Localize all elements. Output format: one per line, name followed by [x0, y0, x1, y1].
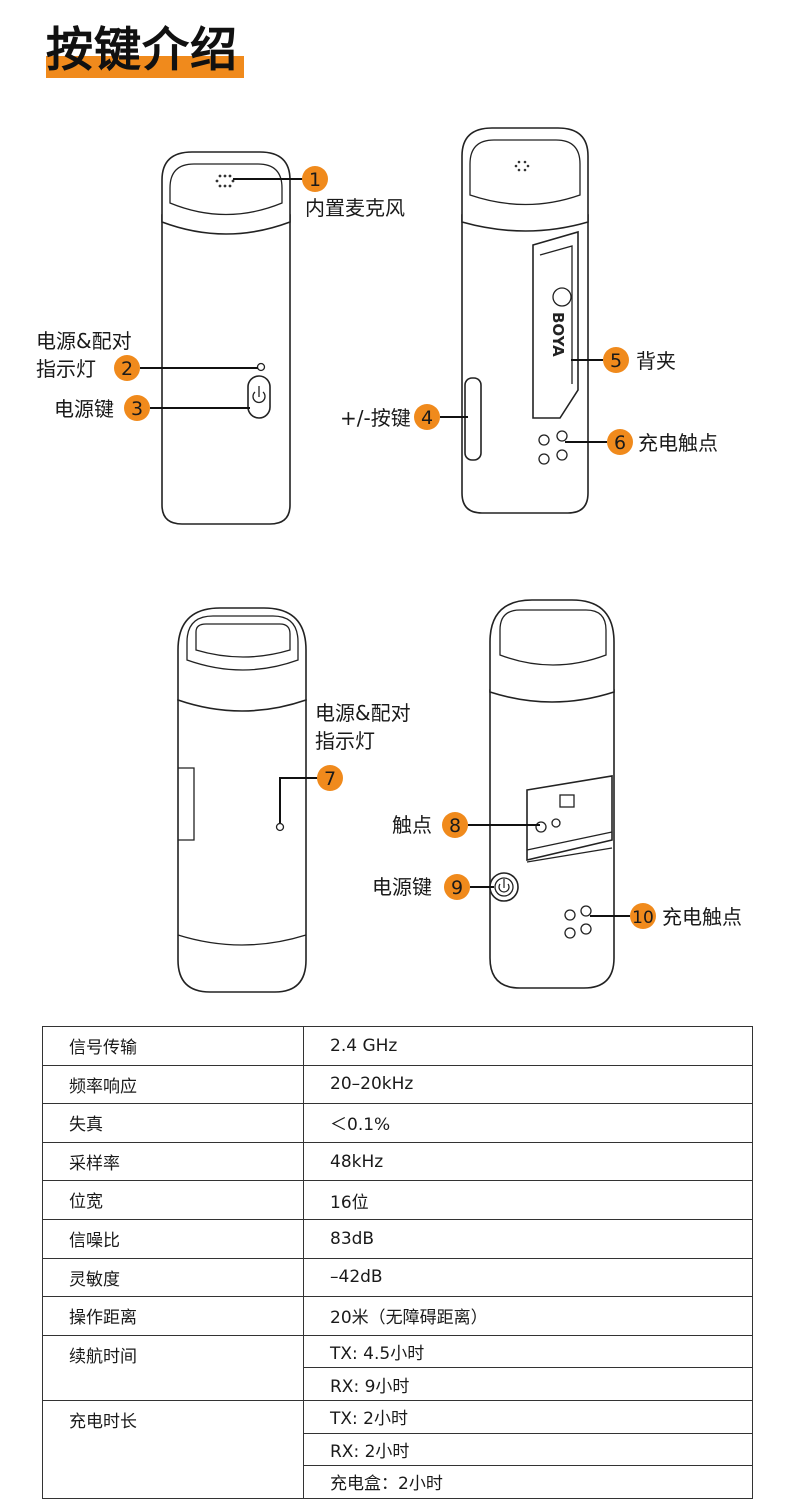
spec-value: –42dB: [303, 1257, 753, 1298]
svg-text:4: 4: [421, 407, 433, 429]
spec-value: ＜0.1%: [303, 1103, 753, 1143]
spec-key: 操作距离: [42, 1296, 304, 1336]
callout-label-4: +/-按键: [340, 406, 411, 430]
table-row: RX: 9小时: [43, 1367, 753, 1401]
volume-keys-icon: [464, 377, 482, 461]
transmitter-side: [177, 607, 307, 993]
indicator-light-icon: [275, 822, 285, 832]
spec-value: 20米（无障碍距离）: [303, 1296, 753, 1336]
svg-text:10: 10: [632, 908, 654, 928]
callout-label-8: 触点: [392, 813, 432, 837]
mic-holes-icon: [514, 160, 530, 172]
callout-label-2-line2: 指示灯: [36, 357, 96, 381]
spec-value: TX: 2小时: [303, 1399, 753, 1434]
spec-value: 16位: [303, 1180, 753, 1220]
title-block: 按键介绍: [46, 22, 244, 80]
spec-value: RX: 2小时: [303, 1432, 753, 1467]
svg-text:1: 1: [309, 169, 321, 191]
spec-key: 充电时长: [42, 1399, 304, 1499]
callout-badge-10: 10: [630, 903, 656, 929]
spec-key: 频率响应: [42, 1064, 304, 1105]
callout-badge-2: 2: [114, 355, 140, 381]
charging-contacts-icon: [564, 905, 592, 939]
spec-value: 2.4 GHz: [303, 1026, 753, 1066]
table-row: 灵敏度–42dB: [42, 1257, 753, 1298]
clip-recess-icon: [526, 775, 613, 862]
boya-logo-icon: [552, 287, 572, 307]
callout-badge-7: 7: [317, 765, 343, 791]
page-title: 按键介绍: [46, 23, 238, 78]
callout-label-3: 电源键: [54, 397, 114, 421]
callout-label-9: 电源键: [372, 875, 432, 899]
spec-key: 位宽: [42, 1180, 304, 1220]
spec-key: 信噪比: [42, 1218, 304, 1259]
svg-text:2: 2: [121, 358, 133, 380]
svg-text:7: 7: [324, 768, 336, 790]
svg-text:3: 3: [131, 398, 143, 420]
callout-badge-8: 8: [442, 812, 468, 838]
brand-logo: BOYA: [549, 312, 567, 357]
mic-holes-icon: [215, 174, 235, 188]
callout-badge-3: 3: [124, 395, 150, 421]
callout-label-5: 背夹: [636, 349, 676, 373]
spec-key: 续航时间: [42, 1334, 304, 1401]
charging-contacts-icon: [538, 430, 568, 465]
callout-badge-5: 5: [603, 347, 629, 373]
callout-badge-4: 4: [414, 404, 440, 430]
power-button-icon: [489, 872, 519, 902]
callout-label-1: 内置麦克风: [305, 196, 405, 220]
callout-badge-6: 6: [607, 429, 633, 455]
callout-label-7-line2: 指示灯: [315, 729, 375, 753]
contact-point-icon: [535, 821, 547, 833]
transmitter-back: BOYA: [461, 127, 589, 514]
spec-value: TX: 4.5小时: [303, 1334, 753, 1369]
spec-value: 83dB: [303, 1218, 753, 1259]
spec-key: 信号传输: [42, 1026, 304, 1066]
callout-label-10: 充电触点: [662, 905, 742, 929]
callout-label-6: 充电触点: [638, 431, 718, 455]
svg-text:8: 8: [449, 815, 461, 837]
spec-value: 48kHz: [303, 1141, 753, 1182]
callout-label-2-line1: 电源&配对: [36, 329, 132, 353]
spec-value: 20–20kHz: [303, 1064, 753, 1105]
transmitter-clip-side: [489, 599, 615, 989]
spec-key: 失真: [42, 1103, 304, 1143]
callout-badge-1: 1: [302, 166, 328, 192]
transmitter-front: [161, 151, 291, 525]
spec-value: 充电盒：2小时: [303, 1465, 753, 1499]
back-clip-icon: [532, 230, 579, 419]
svg-text:5: 5: [610, 350, 622, 372]
svg-text:9: 9: [451, 877, 463, 899]
title-highlight-bar: [46, 56, 244, 78]
callout-badge-9: 9: [444, 874, 470, 900]
spec-key: 采样率: [42, 1141, 304, 1182]
device-diagram: .o { fill:#fff; stroke:#222; stroke-widt…: [36, 127, 742, 993]
callout-label-7-line1: 电源&配对: [315, 701, 411, 725]
table-row: 失真＜0.1%: [42, 1103, 753, 1143]
spec-value: RX: 9小时: [303, 1367, 753, 1401]
svg-text:6: 6: [614, 432, 626, 454]
spec-key: 灵敏度: [42, 1257, 304, 1298]
